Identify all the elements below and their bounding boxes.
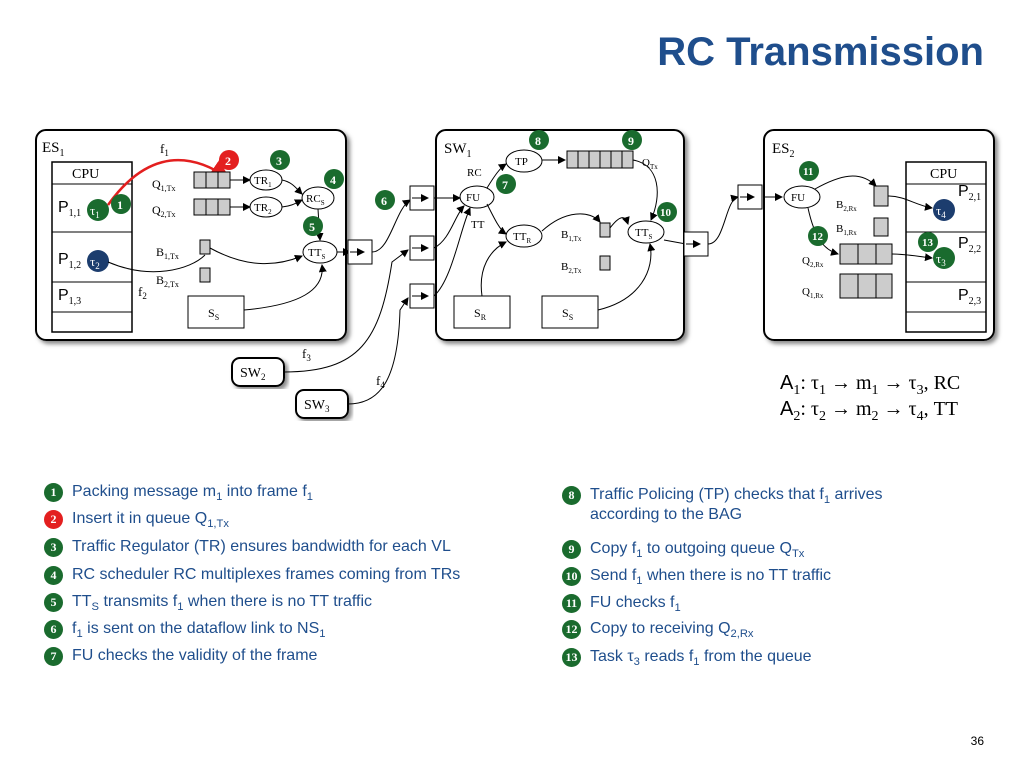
badge-1: 1 xyxy=(111,194,131,214)
svg-text:RCS: RCS xyxy=(306,193,325,207)
svg-text:Q2,Rx: Q2,Rx xyxy=(802,255,824,269)
svg-text:B1,Rx: B1,Rx xyxy=(836,223,857,237)
svg-text:TR2: TR2 xyxy=(254,202,272,216)
f4-label: f4 xyxy=(376,373,385,390)
sw1-label: SW1 xyxy=(444,141,472,160)
svg-text:SR: SR xyxy=(474,306,487,322)
svg-text:B2,Rx: B2,Rx xyxy=(836,199,857,213)
badge-8: 8 xyxy=(529,130,549,150)
sw2-box: SW2 xyxy=(231,357,285,387)
badge-10: 10 xyxy=(657,202,677,222)
application-a1: A1: τ1 → m1 → τ3, RC xyxy=(780,372,961,398)
rc-transmission-diagram: ES1 CPU P1,1 P1,2 P1,3 τ1 τ2 f1 Q1,Tx Q2… xyxy=(35,129,995,419)
svg-text:11: 11 xyxy=(803,166,813,178)
svg-text:2: 2 xyxy=(225,154,231,168)
qtx-label: QTx xyxy=(642,157,658,171)
svg-text:8: 8 xyxy=(535,134,541,148)
tp-label: TP xyxy=(515,156,528,168)
page-number: 36 xyxy=(970,734,984,748)
badge-5: 5 xyxy=(303,216,323,236)
p22-label: P2,2 xyxy=(958,235,981,255)
svg-text:12: 12 xyxy=(812,231,824,243)
tt-label: TT xyxy=(471,219,485,231)
svg-text:TTR: TTR xyxy=(513,231,531,245)
b2tx-label: B2,Tx xyxy=(156,273,179,289)
badge-13: 13 xyxy=(918,232,938,252)
svg-text:1: 1 xyxy=(117,198,123,212)
application-a2: A2: τ2 → m2 → τ4, TT xyxy=(780,398,958,424)
p12-label: P1,2 xyxy=(58,251,81,271)
svg-text:6: 6 xyxy=(381,194,387,208)
ss-es1-label: SS xyxy=(208,306,219,322)
badge-4: 4 xyxy=(324,169,344,189)
svg-text:3: 3 xyxy=(276,154,282,168)
badge-11: 11 xyxy=(799,161,819,181)
p23-label: P2,3 xyxy=(958,287,981,307)
f3-label: f3 xyxy=(302,346,311,363)
badge-3: 3 xyxy=(270,150,290,170)
svg-text:τ4: τ4 xyxy=(936,203,946,220)
svg-text:7: 7 xyxy=(502,178,508,192)
tau1-node xyxy=(87,199,109,221)
svg-text:5: 5 xyxy=(309,220,315,234)
svg-text:τ1: τ1 xyxy=(90,203,100,220)
p11-label: P1,1 xyxy=(58,199,81,219)
f2-label: f2 xyxy=(138,284,147,301)
svg-text:B1,Tx: B1,Tx xyxy=(561,229,582,243)
fu-sw1-label: FU xyxy=(466,192,480,204)
badge-9: 9 xyxy=(622,130,642,150)
p21-label: P2,1 xyxy=(958,183,981,203)
badge-7: 7 xyxy=(496,174,516,194)
svg-text:TTS: TTS xyxy=(635,227,652,241)
svg-text:TR1: TR1 xyxy=(254,175,272,189)
sw3-box: SW3 xyxy=(295,389,349,419)
cpu-left-label: CPU xyxy=(72,167,99,182)
svg-text:SS: SS xyxy=(562,306,573,322)
p13-label: P1,3 xyxy=(58,287,81,307)
rc-label: RC xyxy=(467,167,482,179)
svg-text:4: 4 xyxy=(330,173,336,187)
svg-text:B2,Tx: B2,Tx xyxy=(561,261,582,275)
svg-text:13: 13 xyxy=(922,237,934,249)
svg-text:τ2: τ2 xyxy=(90,254,100,271)
es2-label: ES2 xyxy=(772,141,795,160)
svg-text:TTS: TTS xyxy=(308,247,325,261)
tau4-node xyxy=(933,199,955,221)
fu-es2-label: FU xyxy=(791,192,805,204)
svg-text:9: 9 xyxy=(628,134,634,148)
svg-text:Q1,Rx: Q1,Rx xyxy=(802,286,824,300)
tau2-node xyxy=(87,250,109,272)
page-title: RC Transmission xyxy=(657,30,984,74)
f1-path xyxy=(106,158,231,206)
svg-text:10: 10 xyxy=(660,207,672,219)
f1-label: f1 xyxy=(160,141,169,158)
es1-label: ES1 xyxy=(42,140,65,159)
badge-2: 2 xyxy=(219,150,239,170)
sw1-box: SW1 FU RC TT TP QTx TTR B1,Tx B2,Tx TTS … xyxy=(433,129,687,341)
es2-box: ES2 FU B2,Rx B1,Rx Q2,Rx Q1,Rx CPU P2,1 … xyxy=(763,129,995,341)
svg-text:τ3: τ3 xyxy=(936,251,946,268)
tau3-node xyxy=(933,247,955,269)
es1-box: ES1 CPU P1,1 P1,2 P1,3 τ1 τ2 f1 Q1,Tx Q2… xyxy=(35,129,351,341)
cpu-right-label: CPU xyxy=(930,167,957,182)
q2tx-label: Q2,Tx xyxy=(152,203,176,219)
badge-12: 12 xyxy=(808,226,828,246)
b1tx-label: B1,Tx xyxy=(156,245,179,261)
q1tx-label: Q1,Tx xyxy=(152,177,176,193)
svg-text:SW3: SW3 xyxy=(304,398,330,414)
badge-6: 6 xyxy=(375,190,395,210)
svg-text:SW2: SW2 xyxy=(240,366,266,382)
